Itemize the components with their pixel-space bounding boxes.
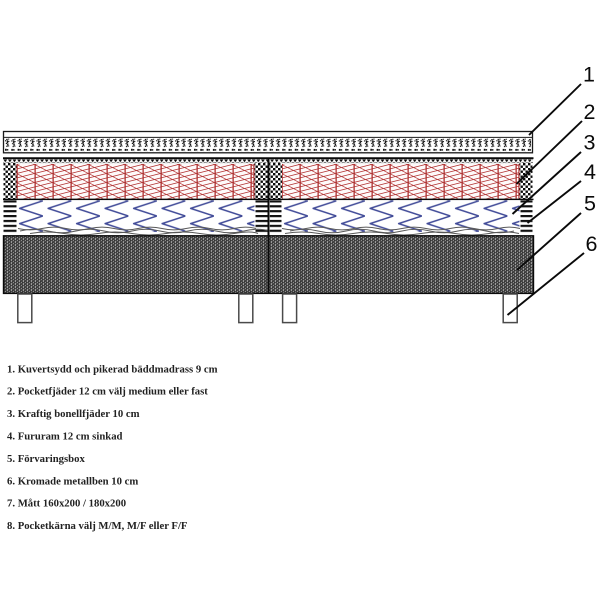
svg-text:1: 1 <box>583 63 595 87</box>
svg-text:2. Pocketfjäder 12 cm välj med: 2. Pocketfjäder 12 cm välj medium eller … <box>7 386 208 398</box>
svg-text:6. Kromade metallben 10 cm: 6. Kromade metallben 10 cm <box>7 475 138 487</box>
svg-text:3: 3 <box>584 131 596 155</box>
svg-text:1. Kuvertsydd och pikerad bädd: 1. Kuvertsydd och pikerad bäddmadrass 9 … <box>7 363 218 375</box>
svg-text:8. Pocketkärna välj M/M, M/F e: 8. Pocketkärna välj M/M, M/F eller F/F <box>7 520 188 532</box>
svg-text:5. Förvaringsbox: 5. Förvaringsbox <box>7 453 85 465</box>
svg-text:4. Fururam 12 cm sinkad: 4. Fururam 12 cm sinkad <box>7 431 123 443</box>
svg-text:6: 6 <box>586 232 598 256</box>
svg-text:5: 5 <box>584 192 596 216</box>
svg-text:4: 4 <box>584 160 596 184</box>
svg-text:3. Kraftig bonellfjäder 10 cm: 3. Kraftig bonellfjäder 10 cm <box>7 408 140 420</box>
svg-text:2: 2 <box>584 100 596 124</box>
svg-text:7. Mått 160x200 / 180x200: 7. Mått 160x200 / 180x200 <box>7 498 126 510</box>
